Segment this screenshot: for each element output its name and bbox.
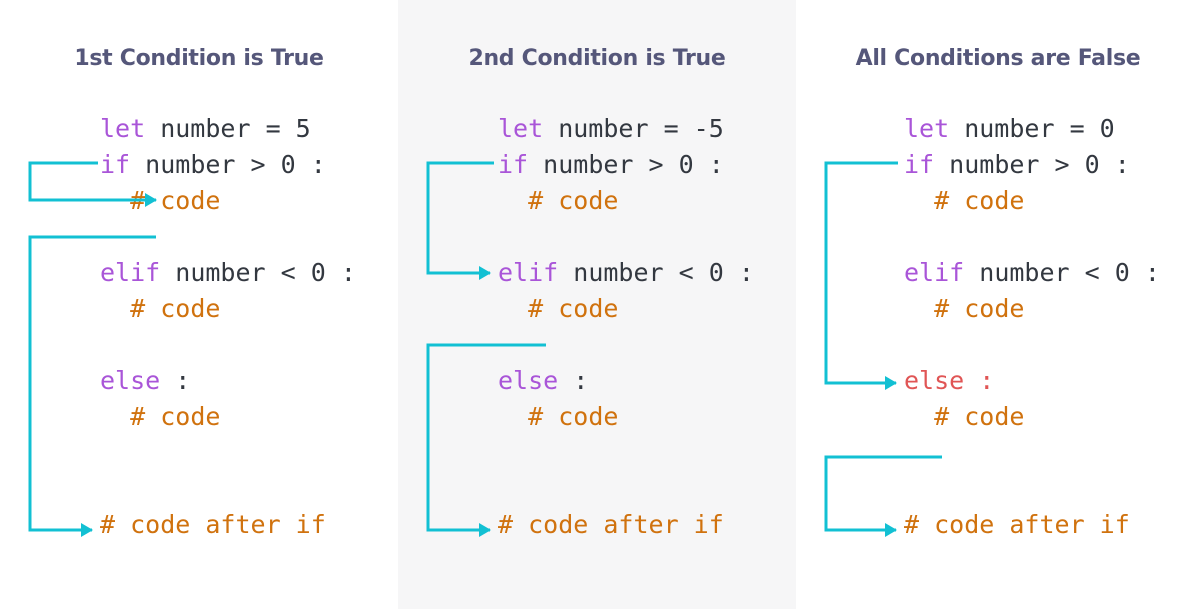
line-else: else :: [904, 366, 995, 395]
panel-title: 2nd Condition is True: [468, 46, 726, 71]
code-block: let number = -5 if number > 0 : # code e…: [498, 111, 754, 543]
line-elif: elif number < 0 :: [904, 258, 1160, 287]
line-code-after-if: # code after if: [904, 510, 1130, 539]
line-code-after-if: # code after if: [100, 510, 326, 539]
line-let: let number = 5: [100, 114, 311, 143]
line-elif: elif number < 0 :: [100, 258, 356, 287]
line-if: if number > 0 :: [904, 150, 1130, 179]
line-else-body: # code: [528, 402, 619, 431]
flow-arrows: [426, 161, 546, 537]
arrow-to-code-after-if: [824, 455, 942, 537]
code-block: let number = 0 if number > 0 : # code el…: [904, 111, 1160, 543]
line-if: if number > 0 :: [498, 150, 724, 179]
line-if: if number > 0 :: [100, 150, 326, 179]
flow-arrows: [824, 161, 942, 537]
line-if-body: # code: [130, 186, 221, 215]
line-elif-body: # code: [934, 294, 1025, 323]
line-else-body: # code: [130, 402, 221, 431]
code-block: let number = 5 if number > 0 : # code el…: [100, 111, 356, 543]
arrow-if-to-else: [824, 161, 898, 390]
line-else: else :: [498, 366, 589, 395]
line-let: let number = 0: [904, 114, 1115, 143]
panel-title: All Conditions are False: [855, 46, 1141, 71]
panel-second-condition-true: 2nd Condition is True let number = -5 if…: [398, 0, 796, 609]
arrow-if-to-body: [28, 161, 157, 207]
panel-first-condition-true: 1st Condition is True let number = 5 if …: [0, 0, 398, 609]
line-if-body: # code: [528, 186, 619, 215]
panel-all-conditions-false: All Conditions are False let number = 0 …: [796, 0, 1200, 609]
arrow-to-code-after-if: [28, 235, 156, 537]
arrow-to-code-after-if: [426, 343, 546, 537]
line-else-body: # code: [934, 402, 1025, 431]
arrow-if-to-elif: [426, 161, 494, 280]
line-elif-body: # code: [528, 294, 619, 323]
line-elif-body: # code: [130, 294, 221, 323]
line-let: let number = -5: [498, 114, 724, 143]
flow-arrows: [28, 161, 157, 537]
line-else: else :: [100, 366, 191, 395]
panel-title: 1st Condition is True: [74, 46, 324, 71]
line-code-after-if: # code after if: [498, 510, 724, 539]
line-elif: elif number < 0 :: [498, 258, 754, 287]
line-if-body: # code: [934, 186, 1025, 215]
